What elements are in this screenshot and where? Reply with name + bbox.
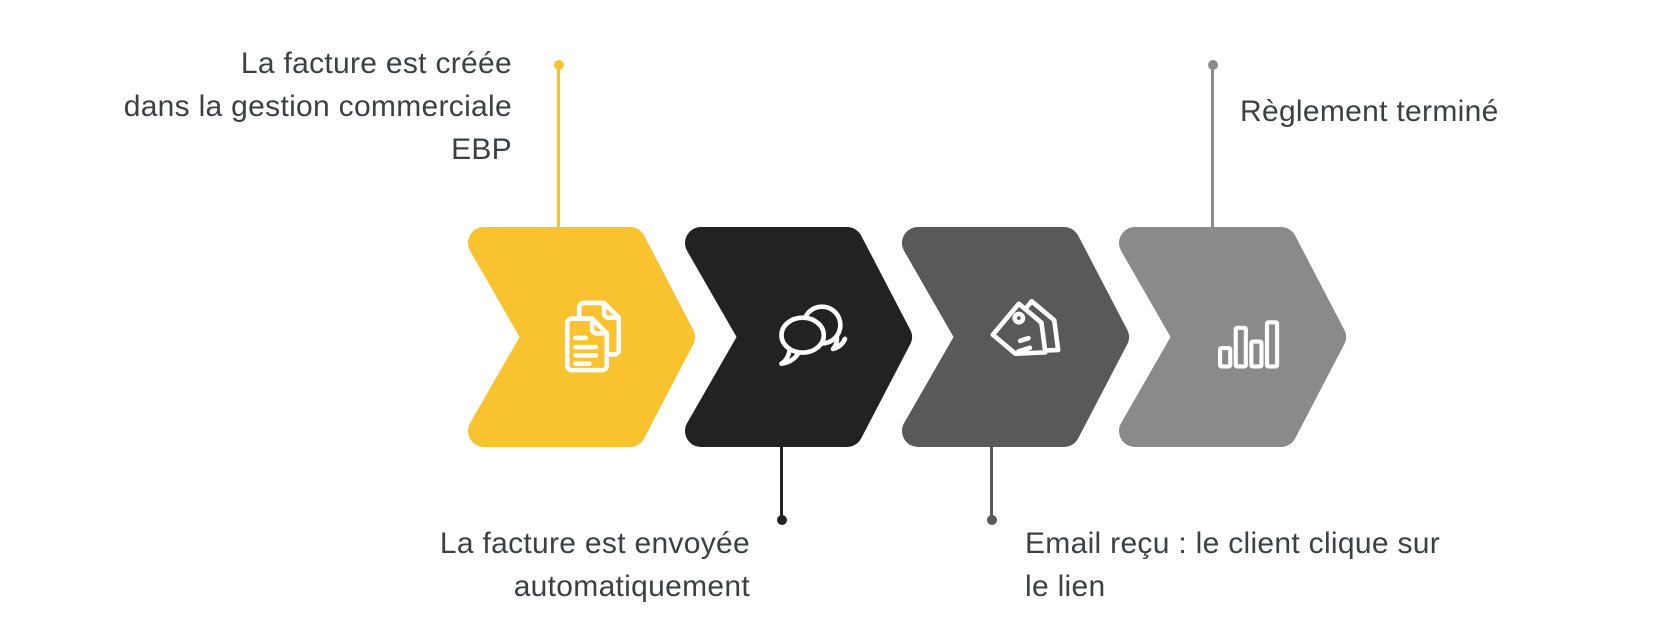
step3-label: Email reçu : le client clique sur le lie… (1025, 522, 1440, 608)
documents-icon (564, 300, 622, 373)
step1-label: La facture est créée dans la gestion com… (124, 42, 512, 171)
label-line: La facture est créée (240, 47, 512, 80)
chevron-step4 (1119, 227, 1346, 447)
step4-label: Règlement terminé (1240, 90, 1499, 133)
connector-dot (553, 60, 564, 70)
connector-dot (776, 515, 787, 525)
label-line: Règlement terminé (1240, 95, 1499, 128)
bar-chart-icon (1218, 320, 1280, 369)
label-line: dans la gestion commerciale (123, 90, 512, 123)
step4-connector (1207, 60, 1218, 227)
chevron-shape (1119, 227, 1346, 447)
price-tags-icon (990, 299, 1061, 356)
step1-connector (553, 60, 564, 227)
step3-connector (986, 447, 997, 525)
label-line: La facture est envoyée (439, 527, 750, 560)
label-line: Email reçu : le client clique sur (1025, 527, 1441, 560)
label-line: EBP (451, 133, 512, 166)
step2-label: La facture est envoyée automatiquement (440, 522, 750, 608)
chat-bubbles-icon (779, 304, 848, 366)
label-line: automatiquement (513, 570, 750, 603)
connector-dot (986, 515, 997, 525)
label-line: le lien (1025, 570, 1106, 603)
connector-dot (1207, 60, 1218, 70)
step2-connector (776, 447, 787, 525)
